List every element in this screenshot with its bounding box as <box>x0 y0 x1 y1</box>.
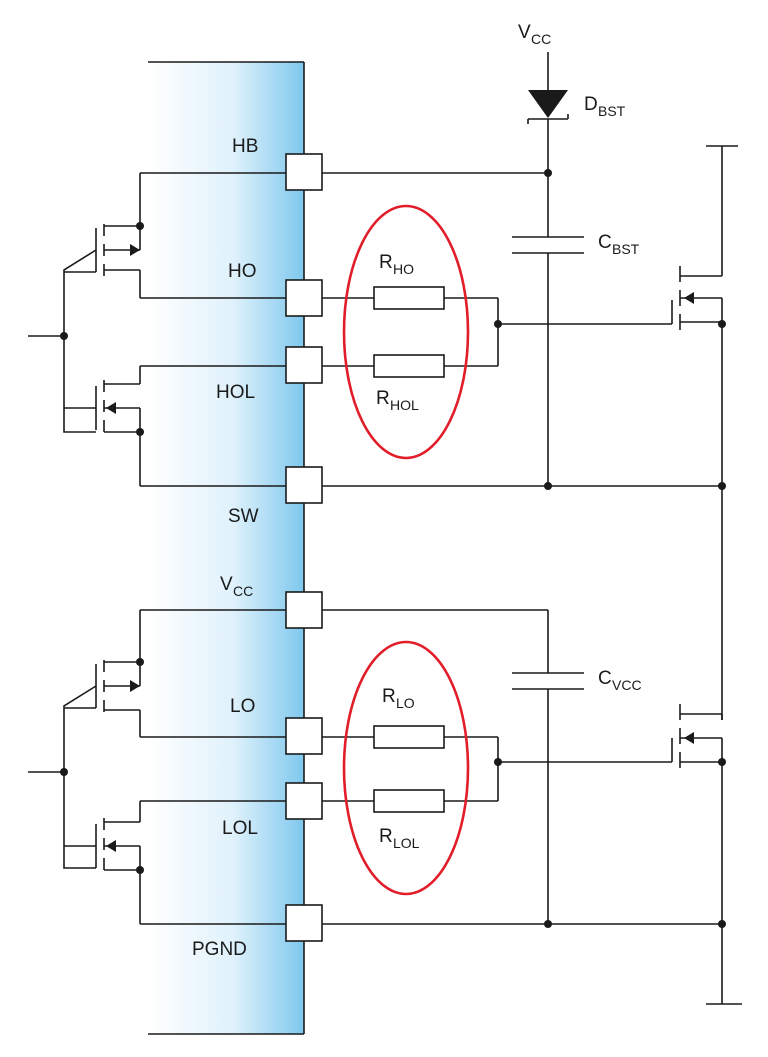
pin-label-vcc: V CC <box>220 574 253 599</box>
svg-text:CC: CC <box>233 583 253 599</box>
svg-text:VCC: VCC <box>612 677 642 693</box>
svg-text:C: C <box>598 668 612 689</box>
resistor-rlol <box>373 789 445 813</box>
svg-text:BST: BST <box>598 103 626 119</box>
driver-ic-body <box>148 61 305 1035</box>
svg-text:LO: LO <box>396 695 415 711</box>
resistor-rho <box>373 286 445 310</box>
svg-text:R: R <box>379 826 393 847</box>
boost-diode <box>527 90 569 124</box>
svg-text:R: R <box>382 686 396 707</box>
pin-label-sw: SW <box>228 506 259 527</box>
svg-text:CC: CC <box>531 31 551 47</box>
pin-label-lol: LOL <box>222 818 258 839</box>
cbst-capacitor <box>512 236 584 254</box>
pin-label-lo: LO <box>230 696 255 717</box>
cvcc-capacitor <box>512 672 584 690</box>
rlo-label: R LO <box>382 686 415 711</box>
pin-ho <box>285 279 323 317</box>
resistor-rhol <box>373 354 445 378</box>
cvcc-label: C VCC <box>598 668 642 693</box>
svg-text:BST: BST <box>612 241 640 257</box>
highlight-ellipse-low <box>342 640 470 896</box>
svg-text:V: V <box>518 22 531 43</box>
resistor-rlo <box>373 725 445 749</box>
svg-text:V: V <box>220 574 233 595</box>
rhol-label: R HOL <box>376 388 419 413</box>
internal-high-pullup-fet <box>95 224 141 276</box>
dbst-label: D BST <box>584 94 626 119</box>
svg-text:R: R <box>376 388 390 409</box>
junction-dots <box>60 169 726 928</box>
pin-hol <box>285 346 323 384</box>
pin-hb <box>285 153 323 191</box>
cbst-label: C BST <box>598 232 640 257</box>
pin-label-hol: HOL <box>216 382 255 403</box>
internal-low-pullup-fet <box>95 660 141 712</box>
svg-text:HO: HO <box>393 261 414 277</box>
svg-text:C: C <box>598 232 612 253</box>
internal-low-pulldown-fet <box>95 818 141 871</box>
pin-sw <box>285 466 323 504</box>
pin-vcc <box>285 591 323 629</box>
external-low-side-fet <box>671 704 723 768</box>
svg-text:LOL: LOL <box>393 835 420 851</box>
rho-label: R HO <box>379 252 414 277</box>
svg-text:HOL: HOL <box>390 397 419 413</box>
svg-text:D: D <box>584 94 598 115</box>
rlol-label: R LOL <box>379 826 420 851</box>
pin-label-hb: HB <box>232 136 258 157</box>
external-high-side-fet <box>671 266 723 330</box>
pin-lol <box>285 782 323 820</box>
vcc-supply-label: V CC <box>518 22 551 47</box>
svg-text:R: R <box>379 252 393 273</box>
pin-label-pgnd: PGND <box>192 939 247 960</box>
internal-high-pulldown-fet <box>95 380 141 433</box>
highlight-ellipse-high <box>342 204 470 460</box>
pin-label-ho: HO <box>228 261 257 282</box>
pin-pgnd <box>285 904 323 942</box>
pin-lo <box>285 717 323 755</box>
